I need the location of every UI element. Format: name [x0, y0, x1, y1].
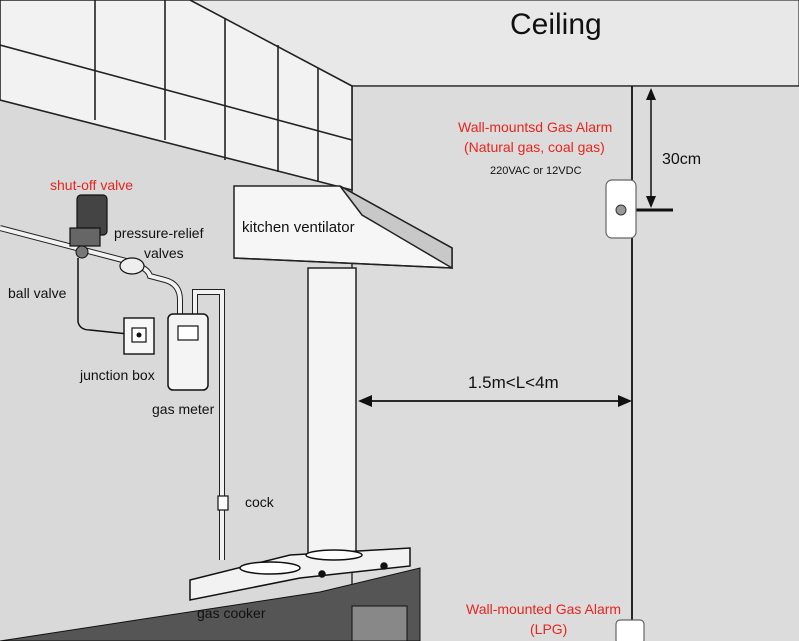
junction-box-label: junction box — [79, 367, 155, 383]
alarm-top-power: 220VAC or 12VDC — [490, 165, 582, 177]
distance-arrowhead-left — [358, 395, 372, 407]
shut-off-valve-label: shut-off valve — [50, 177, 133, 193]
cock — [217, 495, 229, 511]
alarm-bottom-title: Wall-mounted Gas Alarm — [466, 601, 621, 617]
ball-valve — [75, 245, 89, 259]
pressure-relief-valve — [119, 257, 145, 275]
junction-wire — [77, 258, 129, 335]
gas-alarm-device-top — [605, 179, 637, 239]
gas-meter-label: gas meter — [152, 401, 215, 417]
cock-label: cock — [245, 494, 275, 510]
dimension-30cm-label: 30cm — [662, 151, 701, 168]
gas-meter — [167, 313, 209, 391]
distance-label: 1.5m<L<4m — [468, 373, 559, 392]
ventilator-chimney — [307, 267, 357, 554]
distance-arrowhead-right — [618, 395, 632, 407]
dimension-30cm-arrowhead-top — [646, 88, 656, 100]
pressure-relief-label: pressure-relief — [114, 225, 204, 241]
back-wall — [352, 86, 799, 641]
ceiling-label: Ceiling — [510, 8, 602, 41]
counter-door — [351, 605, 408, 641]
gas-cooker-label: gas cooker — [197, 605, 266, 621]
ball-valve-label: ball valve — [8, 285, 67, 301]
kitchen-ventilator-label: kitchen ventilator — [242, 219, 355, 236]
kitchen-ventilator — [233, 185, 453, 270]
kitchen-counter — [0, 567, 421, 641]
upper-cabinets — [0, 0, 353, 192]
dimension-30cm-arrowhead-bottom — [646, 196, 656, 208]
alarm-bottom-subtitle: (LPG) — [530, 621, 567, 637]
junction-box — [123, 317, 155, 355]
pressure-relief-label-2: valves — [144, 245, 184, 261]
shut-off-valve — [69, 194, 108, 247]
alarm-top-subtitle: (Natural gas, coal gas) — [464, 139, 605, 155]
alarm-top-title: Wall-mountsd Gas Alarm — [458, 119, 612, 135]
gas-cooker — [189, 547, 411, 601]
gas-alarm-device-bottom — [615, 619, 645, 641]
